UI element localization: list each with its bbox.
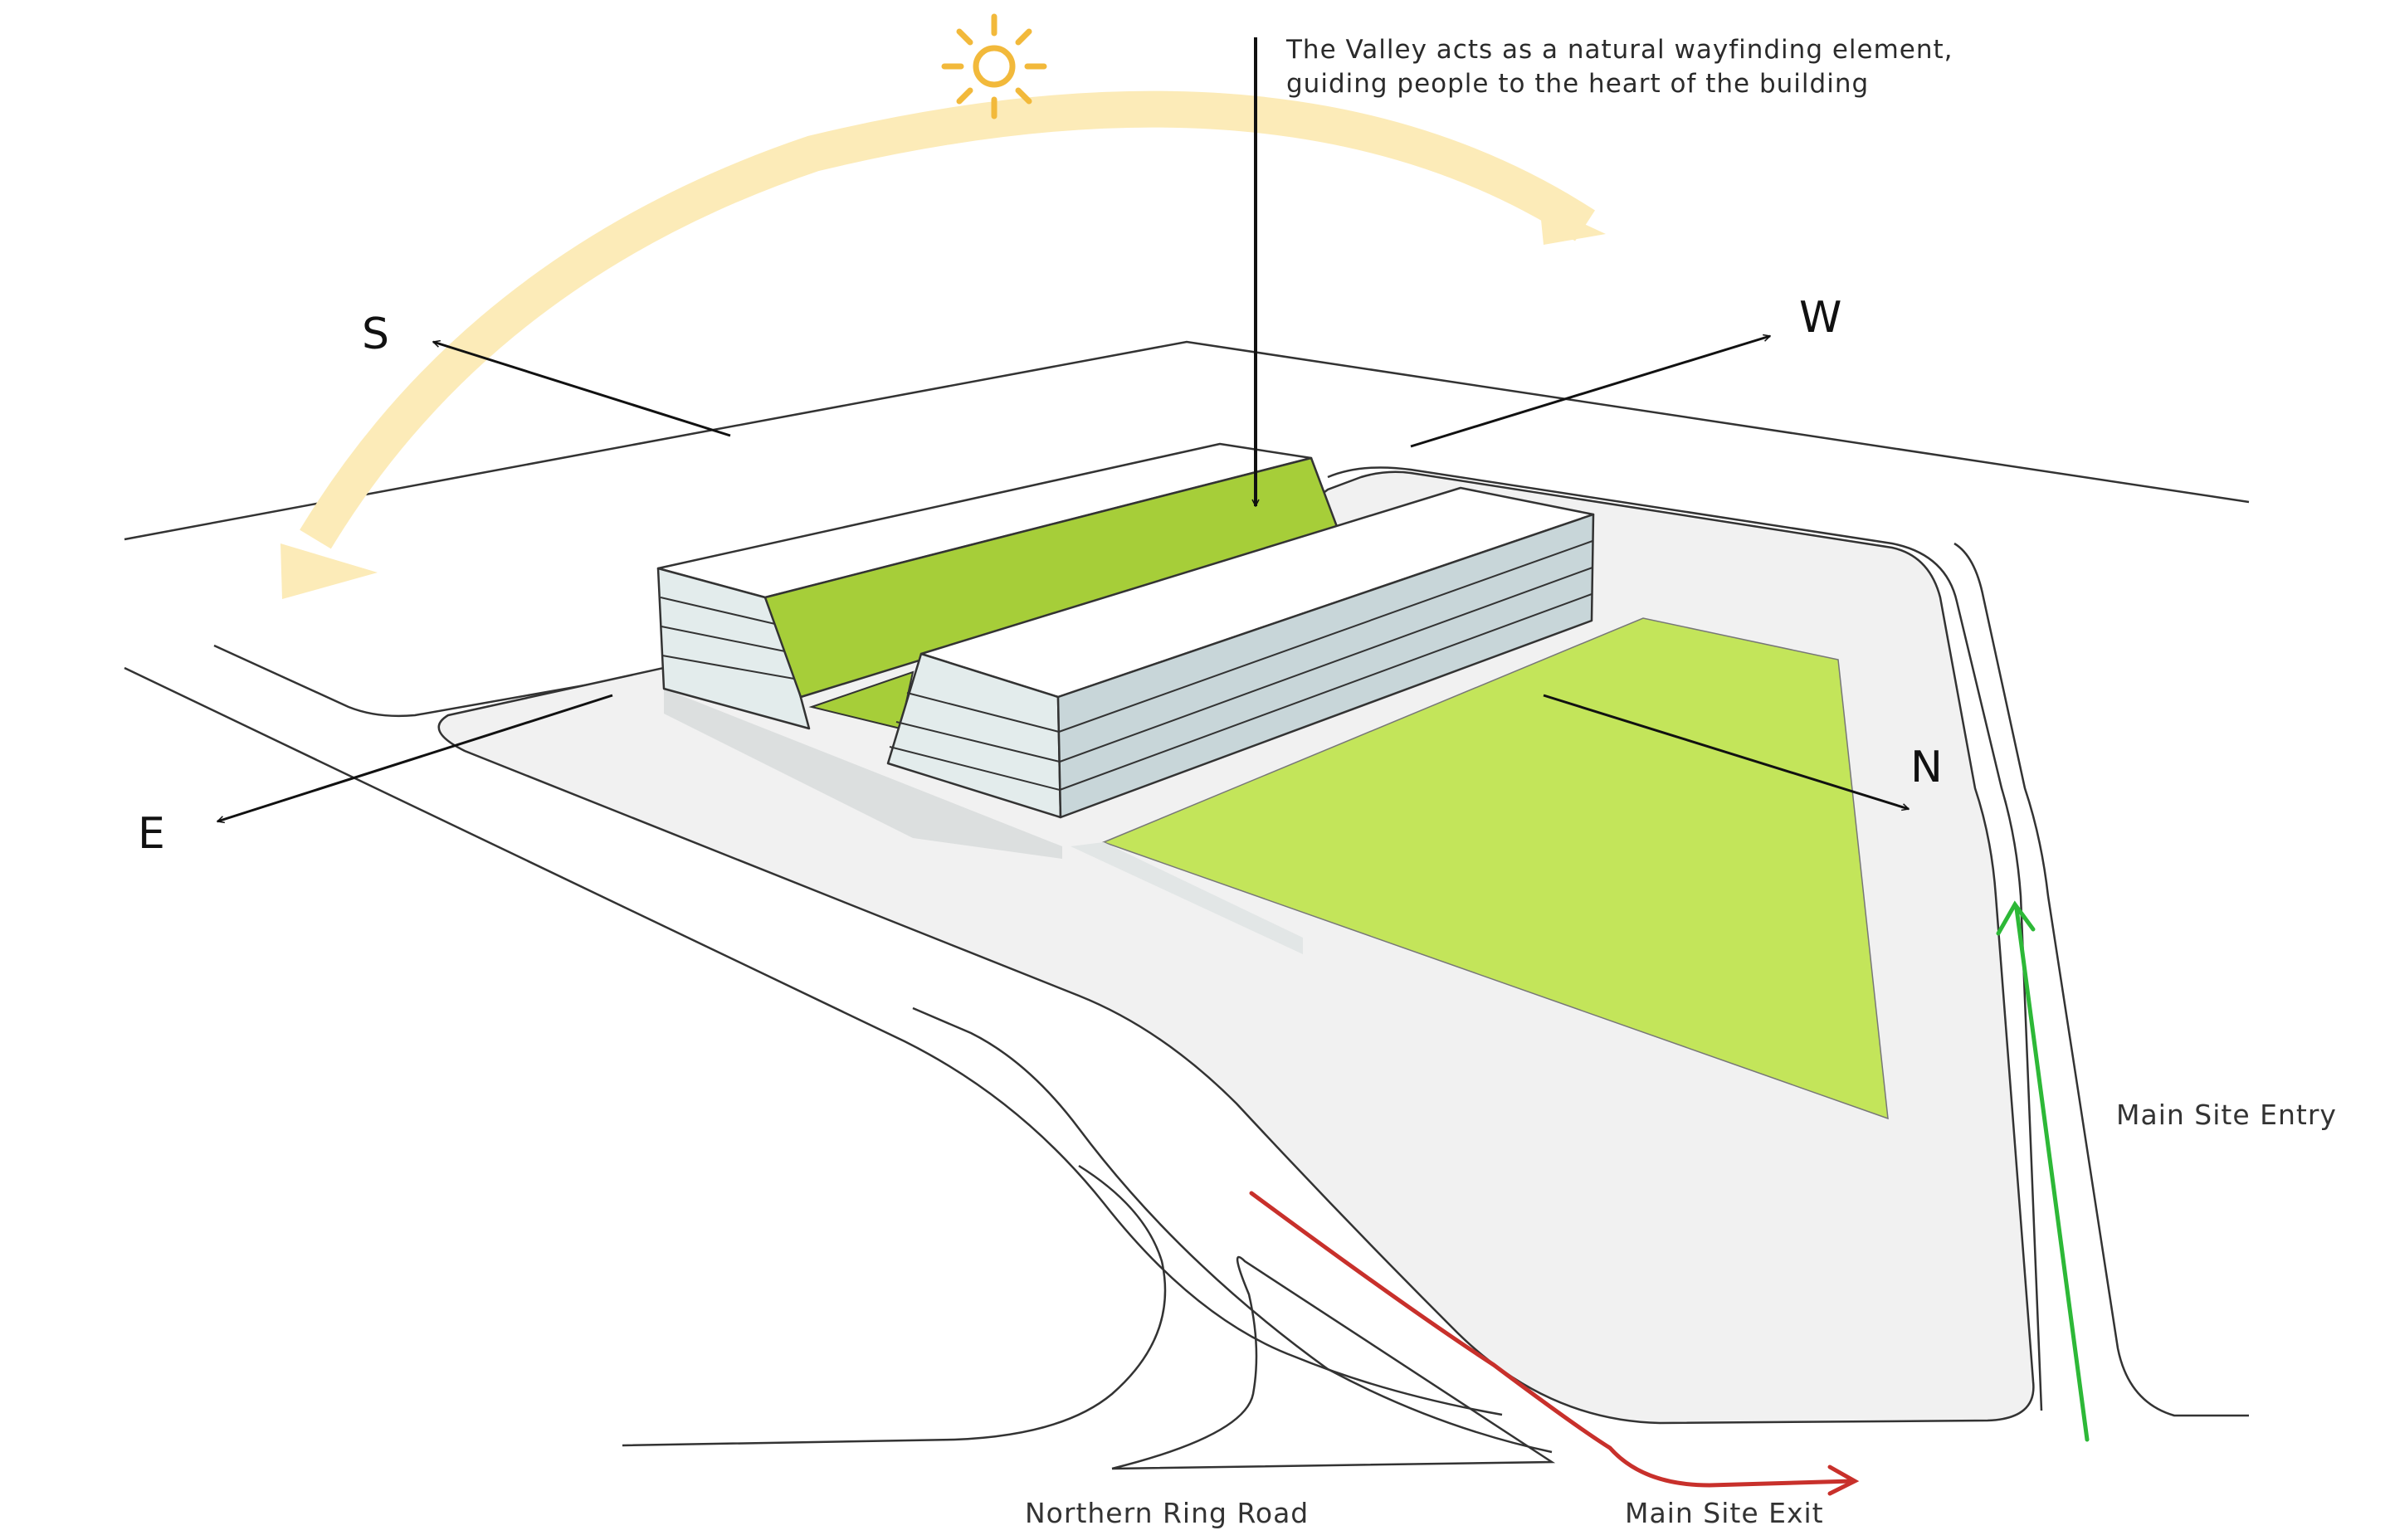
- building-east-block: [886, 486, 1595, 819]
- east-arrow: [217, 694, 613, 821]
- road-label: Northern Ring Road: [1025, 1497, 1309, 1529]
- compass-west-label: W: [1799, 293, 1841, 343]
- building-footprint: [664, 689, 1062, 859]
- exit-route-arrow: [1249, 1191, 1860, 1496]
- west-block-end-face: [656, 567, 811, 730]
- northern-ring-road-curve: [622, 1164, 1167, 1447]
- compass-arrows: [217, 336, 1909, 821]
- road-outlines: [124, 340, 2250, 1470]
- lawn-area: [1101, 617, 1889, 1120]
- southwest-road-inner: [912, 1006, 1553, 1454]
- site-road-outer: [1327, 466, 2043, 1411]
- sun-icon: [941, 13, 1047, 119]
- callout-line-1: The Valley acts as a natural wayfinding …: [1285, 35, 1953, 65]
- compass-east-label: E: [138, 809, 165, 859]
- south-arrow: [433, 342, 731, 437]
- ramp-loop: [1111, 1255, 1556, 1470]
- callout-line-2: guiding people to the heart of the build…: [1286, 69, 1869, 99]
- sun-path-arrow: [280, 90, 1606, 599]
- east-road: [1953, 542, 2249, 1417]
- lawn-shadow: [1071, 842, 1303, 954]
- building-west-block: [656, 442, 1340, 730]
- southwest-road-outer: [124, 666, 1503, 1416]
- north-block-edge: [124, 340, 2250, 541]
- west-block-edge: [213, 644, 661, 718]
- north-arrow: [1543, 694, 1909, 809]
- west-arrow: [1410, 336, 1770, 448]
- exit-label: Main Site Exit: [1625, 1497, 1824, 1529]
- entry-label: Main Site Entry: [2116, 1099, 2337, 1131]
- compass-south-label: S: [362, 309, 389, 359]
- compass-north-label: N: [1910, 743, 1943, 792]
- entry-route-arrow: [1996, 900, 2090, 1442]
